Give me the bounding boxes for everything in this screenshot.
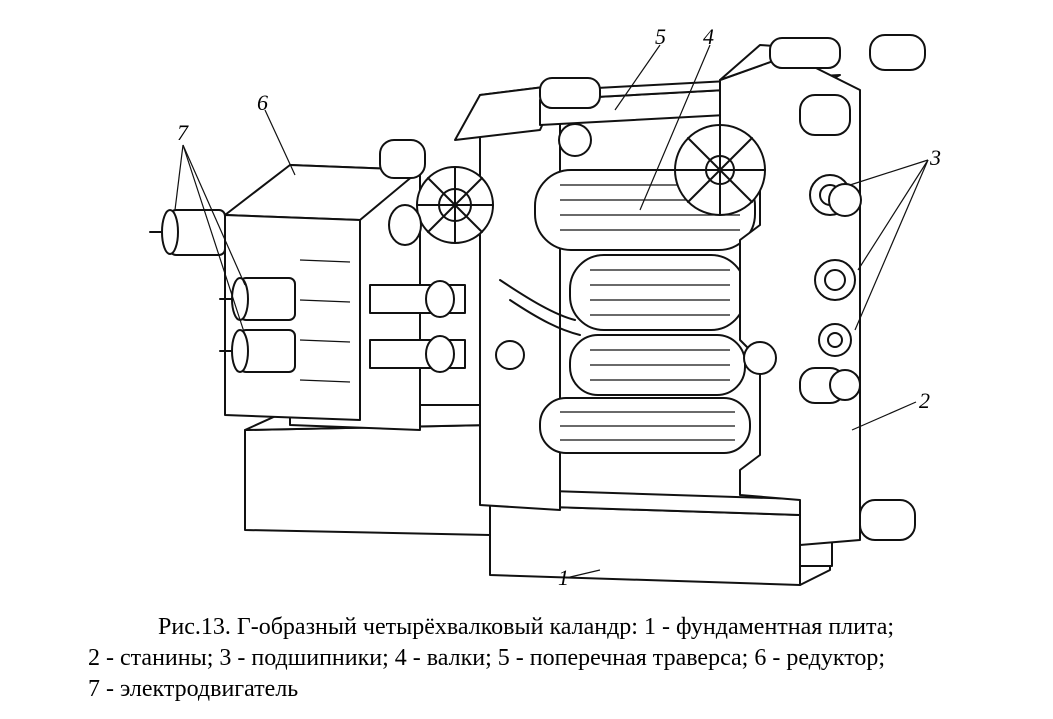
label-5: 5 [655,24,666,49]
electric-motors [149,209,296,373]
gear-wheels [416,123,766,244]
label-6: 6 [257,90,268,115]
calender-diagram: 1 2 3 4 5 6 7 [149,24,941,590]
caption-line-3: 7 - электродвигатель [88,676,299,702]
caption-line-2: 2 - станины; 3 - подшипники; 4 - валки; … [88,645,886,671]
handwheels [379,34,926,541]
label-7: 7 [177,120,189,145]
label-3: 3 [929,145,941,170]
label-2: 2 [919,388,930,413]
label-4: 4 [703,24,714,49]
label-1: 1 [558,565,569,590]
bearings [799,174,862,404]
drive-shafts [369,204,466,373]
caption-line-1: Рис.13. Г-образный четырёхвалковый калан… [158,614,895,640]
figure-caption: Рис.13. Г-образный четырёхвалковый калан… [88,612,1038,705]
leader-lines [174,44,929,579]
